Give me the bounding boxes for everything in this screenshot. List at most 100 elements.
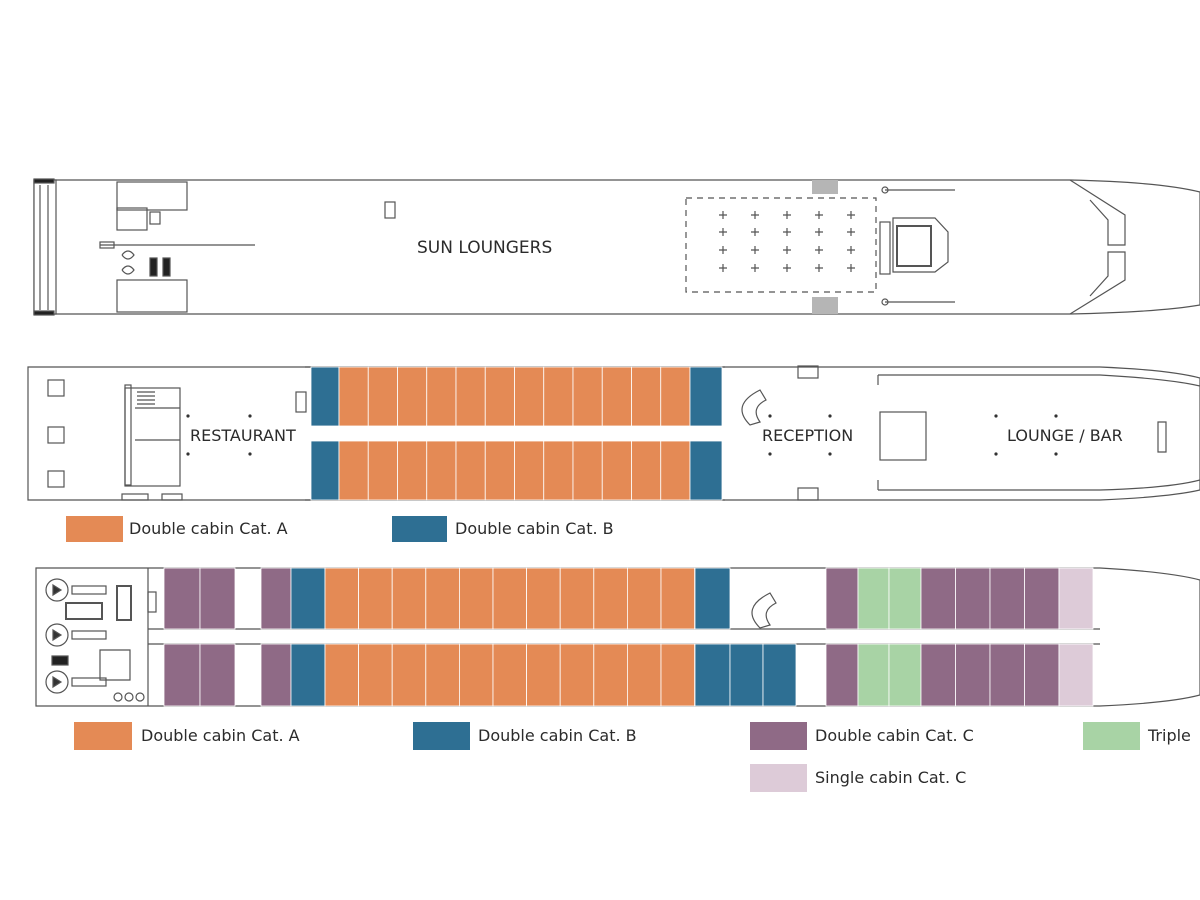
- cabin-cat-a: [660, 440, 691, 501]
- stern-rail: [33, 179, 57, 315]
- sun-deck: [33, 178, 1200, 316]
- reception-label: RECEPTION: [762, 426, 853, 445]
- cabin-cat-a: [455, 440, 486, 501]
- cabin-cat-a: [526, 643, 561, 707]
- legend-cat-a-label: Double cabin Cat. A: [141, 726, 300, 745]
- cabin-cat-a: [572, 366, 603, 427]
- cabin-cat-c: [825, 567, 859, 630]
- cabin-cat-a: [426, 366, 457, 427]
- cabin-cat-b: [689, 440, 723, 501]
- cabin-triple: [857, 567, 890, 630]
- legend-swatch-cat-b: [392, 516, 447, 542]
- cabin-cat-a: [543, 440, 574, 501]
- cabin-cat-c: [825, 643, 859, 707]
- cabin-cat-a: [455, 366, 486, 427]
- cabin-cat-a: [631, 366, 662, 427]
- lounge-bar-label: LOUNGE / BAR: [1007, 426, 1123, 445]
- cabin-cat-a: [660, 366, 691, 427]
- main-deck-legend: Double cabin Cat. A Double cabin Cat. B …: [74, 722, 1191, 792]
- cabin-cat-c: [199, 643, 236, 707]
- middle-deck-legend: Double cabin Cat. A Double cabin Cat. B: [66, 516, 614, 542]
- cabin-cat-a: [593, 567, 628, 630]
- middle-deck-dots: [186, 414, 1058, 456]
- cabin-cat-a: [601, 366, 632, 427]
- cabin-cat-a: [593, 643, 628, 707]
- cabin-cat-c: [163, 643, 201, 707]
- cabin-single-c: [1058, 567, 1094, 630]
- cabin-cat-a: [458, 567, 494, 630]
- legend-cat-a-label: Double cabin Cat. A: [129, 519, 288, 538]
- cabin-cat-a: [425, 567, 460, 630]
- cabin-cat-a: [514, 366, 545, 427]
- cabin-cat-a: [338, 440, 369, 501]
- engine-room: [45, 578, 157, 702]
- cabin-cat-c: [955, 567, 991, 630]
- legend-cat-b-label: Double cabin Cat. B: [478, 726, 637, 745]
- cabin-cat-c: [260, 643, 292, 707]
- cabin-cat-b: [729, 643, 764, 707]
- cabin-cat-c: [260, 567, 292, 630]
- legend-cat-c-label: Double cabin Cat. C: [815, 726, 974, 745]
- legend-swatch-cat-b: [413, 722, 470, 750]
- wheelhouse: [892, 217, 949, 273]
- lounger-grid: [719, 211, 855, 272]
- cabin-cat-c: [920, 567, 956, 630]
- cabin-cat-a: [426, 440, 457, 501]
- sun-loungers-label: SUN LOUNGERS: [417, 238, 552, 258]
- cabin-cat-b: [310, 366, 340, 427]
- cabin-cat-a: [627, 567, 662, 630]
- cabin-cat-a: [458, 643, 494, 707]
- cabin-cat-c: [955, 643, 991, 707]
- cabin-cat-a: [543, 366, 574, 427]
- cabin-cat-c: [163, 567, 201, 630]
- cabin-cat-a: [397, 366, 428, 427]
- cabin-cat-a: [484, 440, 515, 501]
- cabin-cat-c: [989, 643, 1025, 707]
- cabin-cat-a: [397, 440, 428, 501]
- cabin-cat-a: [526, 567, 561, 630]
- cabin-cat-a: [324, 567, 359, 630]
- legend-triple-label: Triple: [1147, 726, 1191, 745]
- cabin-cat-a: [324, 643, 359, 707]
- cabin-cat-a: [572, 440, 603, 501]
- cabin-single-c: [1058, 643, 1094, 707]
- main-deck-hull: [35, 567, 1200, 707]
- legend-single-c-label: Single cabin Cat. C: [815, 768, 966, 787]
- cabin-cat-a: [559, 567, 595, 630]
- cabin-cat-a: [660, 567, 695, 630]
- cabin-cat-a: [367, 440, 398, 501]
- legend-swatch-cat-c: [750, 722, 807, 750]
- cabin-cat-a: [358, 643, 393, 707]
- middle-deck-cabins: [310, 366, 723, 501]
- sun-deck-hull: [33, 179, 1200, 315]
- cabin-cat-a: [514, 440, 545, 501]
- cabin-cat-a: [391, 643, 427, 707]
- cabin-cat-c: [1024, 643, 1060, 707]
- cabin-cat-b: [694, 567, 731, 630]
- cabin-cat-a: [338, 366, 369, 427]
- legend-swatch-cat-a: [74, 722, 132, 750]
- main-deck-cabins: [163, 567, 1094, 707]
- cabin-cat-a: [631, 440, 662, 501]
- cabin-cat-a: [358, 567, 393, 630]
- cabin-cat-a: [484, 366, 515, 427]
- cabin-cat-b: [290, 567, 326, 630]
- cabin-cat-c: [1024, 567, 1060, 630]
- cabin-cat-b: [689, 366, 723, 427]
- legend-swatch-cat-a: [66, 516, 123, 542]
- cabin-cat-a: [627, 643, 662, 707]
- cabin-triple: [888, 567, 922, 630]
- cabin-cat-b: [762, 643, 797, 707]
- legend-cat-b-label: Double cabin Cat. B: [455, 519, 614, 538]
- cabin-cat-c: [199, 567, 236, 630]
- cabin-cat-a: [559, 643, 595, 707]
- cabin-cat-a: [660, 643, 695, 707]
- legend-swatch-single-c: [750, 764, 807, 792]
- cabin-cat-c: [989, 567, 1025, 630]
- legend-swatch-triple: [1083, 722, 1140, 750]
- cabin-cat-b: [290, 643, 326, 707]
- restaurant-label: RESTAURANT: [190, 426, 296, 445]
- cabin-cat-b: [310, 440, 340, 501]
- cabin-triple: [888, 643, 922, 707]
